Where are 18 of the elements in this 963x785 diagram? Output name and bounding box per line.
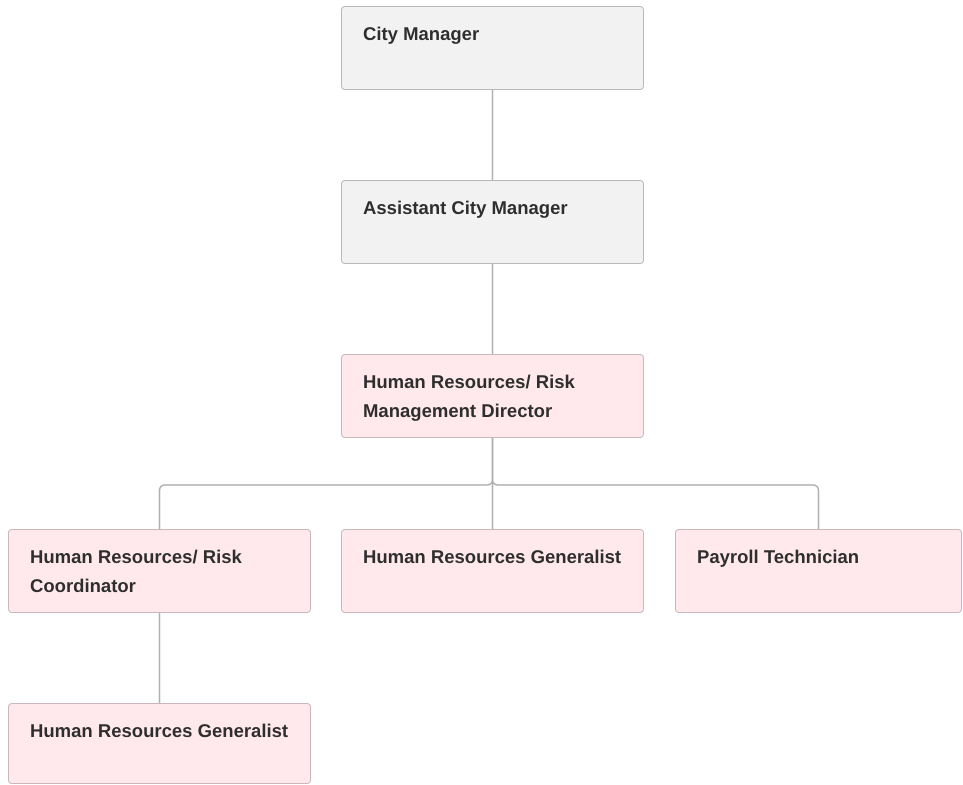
role-box: [8, 529, 311, 613]
role-title: City Manager: [363, 22, 480, 46]
role-title: Payroll Technician: [697, 545, 860, 569]
connector-line: [492, 90, 494, 180]
connector-line: [492, 264, 494, 354]
role-title: Human Resources/ Risk Management Director: [363, 370, 576, 423]
role-title: Human Resources Generalist: [30, 719, 290, 743]
role-box: [341, 354, 644, 438]
connector-line: [158, 613, 160, 703]
role-title: Human Resources/ Risk Coordinator: [30, 545, 243, 598]
role-box: [341, 529, 644, 613]
role-box: [341, 180, 644, 264]
role-title: Assistant City Manager: [363, 196, 569, 220]
role-box: [675, 529, 962, 613]
role-box: [341, 6, 644, 90]
connector-line: [492, 438, 820, 529]
role-title: Human Resources Generalist: [363, 545, 622, 569]
role-box: [8, 703, 311, 784]
